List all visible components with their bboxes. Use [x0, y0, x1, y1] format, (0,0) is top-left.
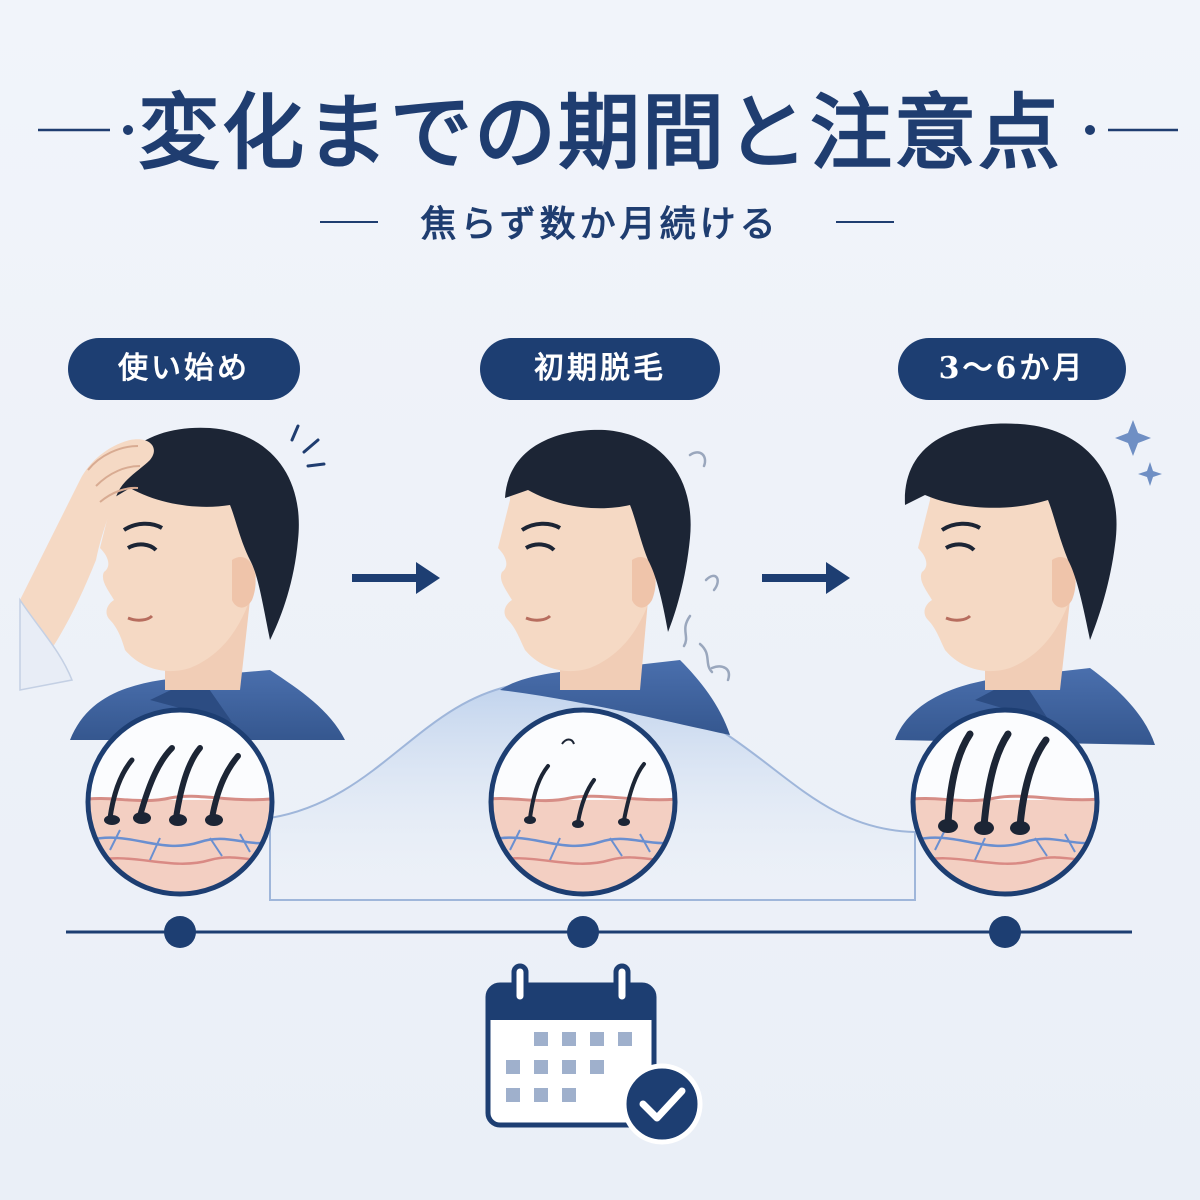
check-icon — [621, 1063, 703, 1145]
person-start-ear — [232, 557, 256, 608]
page-subtitle: 焦らず数か月続ける — [420, 203, 780, 245]
person-result-hair — [904, 423, 1117, 640]
worry-lines-icon — [290, 424, 326, 468]
person-early-hair — [505, 429, 691, 632]
title-decoration-left — [38, 125, 133, 135]
person-early-eye — [524, 542, 556, 552]
person-early-ear — [632, 557, 656, 608]
stage-label-early: 初期脱毛 — [480, 338, 720, 400]
scalp-detail-start — [85, 707, 275, 897]
person-start-mouth — [127, 614, 154, 622]
falling-hair-icon — [682, 451, 731, 682]
scalp-detail-early — [488, 707, 678, 897]
stage-label-result: 3〜6か月 — [898, 338, 1126, 400]
scalp-detail-result — [910, 707, 1100, 897]
stage-label-start: 使い始め — [68, 338, 300, 400]
person-early-shirt — [500, 660, 730, 735]
person-result-ear — [1052, 557, 1076, 608]
title-decoration-right — [1085, 125, 1178, 135]
person-result-mouth — [945, 614, 972, 622]
timeline-node-start — [164, 916, 196, 948]
person-start — [19, 427, 345, 740]
person-start-hair — [110, 427, 299, 640]
person-start-arm — [20, 439, 154, 665]
page-title: 変化までの期間と注意点 — [137, 85, 1062, 181]
timeline-node-early — [567, 916, 599, 948]
right-arrow-icon — [352, 562, 440, 594]
person-result-eye — [944, 542, 976, 552]
person-result — [895, 423, 1155, 745]
person-early — [498, 429, 730, 735]
sparkle-icon — [1115, 420, 1162, 486]
timeline-node-result — [989, 916, 1021, 948]
person-early-mouth — [525, 614, 552, 622]
calendar-icon — [485, 963, 657, 1128]
right-arrow-icon — [762, 562, 850, 594]
person-start-eye — [126, 542, 158, 552]
